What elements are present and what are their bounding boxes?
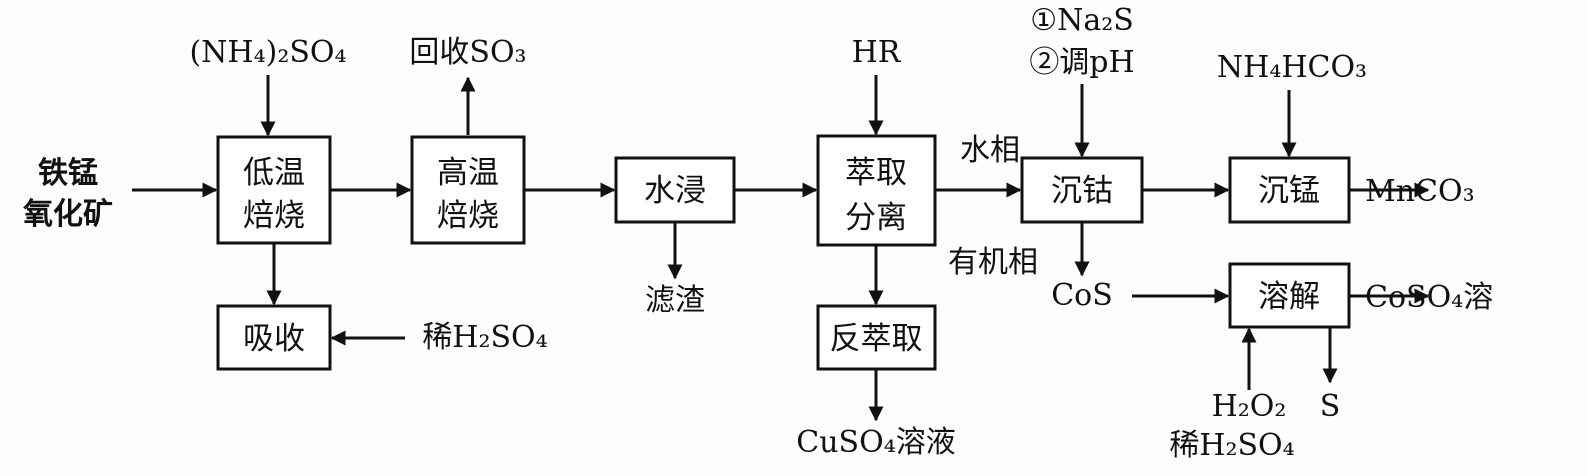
high-temp-roast-box bbox=[410, 135, 526, 245]
low-temp-roast-label-2: 焙烧 bbox=[243, 198, 305, 234]
adjust-ph-label: ②调pH bbox=[1029, 45, 1134, 80]
dissolution-box bbox=[1228, 262, 1351, 329]
cobalt-sulfide-label: CoS bbox=[1051, 278, 1113, 313]
ammonium-sulfate-label: (NH₄)₂SO₄ bbox=[189, 35, 346, 70]
raw-material-label-2: 氧化矿 bbox=[23, 197, 113, 232]
raw-material-label-1: 铁锰 bbox=[38, 156, 98, 191]
water-leach-label: 水浸 bbox=[644, 173, 706, 209]
absorption-box bbox=[216, 304, 332, 371]
sulfur-output-label: S bbox=[1320, 389, 1341, 424]
high-temp-roast-label-2: 焙烧 bbox=[437, 198, 499, 234]
dilute-sulfuric-acid-left-label: 稀H₂SO₄ bbox=[422, 320, 547, 355]
recover-so3-label: 回收SO₃ bbox=[409, 35, 526, 70]
cobalt-precipitation-label: 沉钴 bbox=[1051, 173, 1113, 209]
sodium-sulfide-label: ①Na₂S bbox=[1030, 3, 1134, 38]
manganese-precipitation-label: 沉锰 bbox=[1258, 173, 1320, 209]
low-temp-roast-box bbox=[216, 135, 332, 245]
dissolution-label: 溶解 bbox=[1258, 279, 1320, 315]
copper-sulfate-output: CuSO₄溶液 bbox=[796, 425, 955, 460]
back-extraction-box bbox=[816, 304, 937, 371]
absorption-label: 吸收 bbox=[243, 321, 305, 357]
manganese-precipitation-box bbox=[1228, 156, 1351, 224]
filter-residue-label: 滤渣 bbox=[645, 283, 705, 318]
low-temp-roast-label-1: 低温 bbox=[243, 155, 305, 191]
hr-reagent-label: HR bbox=[852, 35, 902, 70]
dilute-sulfuric-acid-bottom-label: 稀H₂SO₄ bbox=[1169, 428, 1294, 463]
aqueous-phase-label: 水相 bbox=[960, 133, 1020, 168]
organic-phase-label: 有机相 bbox=[948, 245, 1038, 280]
back-extraction-label: 反萃取 bbox=[830, 321, 923, 357]
extract-separation-label-2: 分离 bbox=[845, 200, 907, 236]
high-temp-roast-label-1: 高温 bbox=[437, 155, 499, 191]
extract-separation-label-1: 萃取 bbox=[845, 155, 907, 191]
ammonium-bicarbonate-label: NH₄HCO₃ bbox=[1217, 50, 1367, 85]
hydrogen-peroxide-label: H₂O₂ bbox=[1212, 389, 1287, 424]
